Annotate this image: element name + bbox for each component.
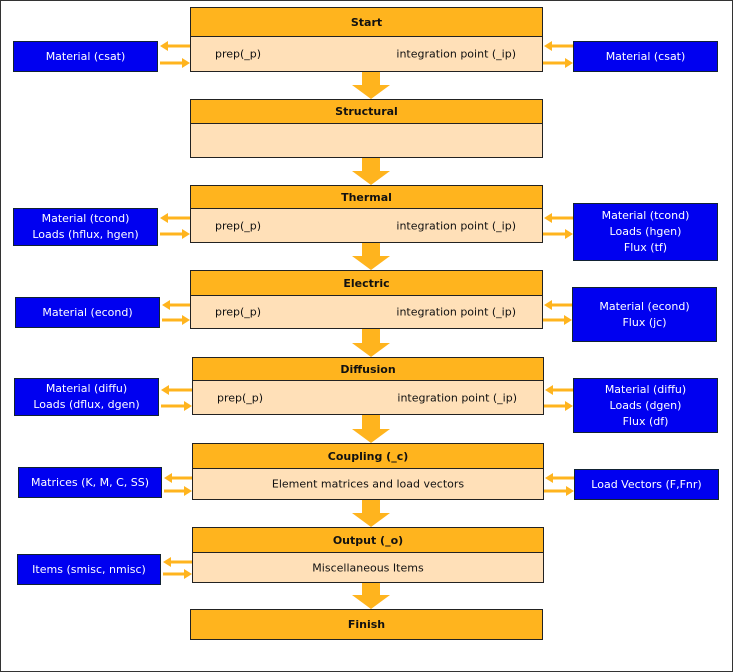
stage-body-0: prep(_p) integration point (_ip) xyxy=(190,37,543,72)
right-box-line: Material (tcond) xyxy=(601,209,690,222)
left-box-4: Matrices (K, M, C, SS) xyxy=(18,467,162,498)
arrow-right-icon xyxy=(543,58,573,68)
stage-body-3: prep(_p) integration point (_ip) xyxy=(190,296,543,329)
left-box-line: Matrices (K, M, C, SS) xyxy=(30,475,150,489)
arrow-left-icon xyxy=(545,385,573,395)
stage-left-label: prep(_p) xyxy=(215,305,262,319)
down-arrow-icon xyxy=(352,415,390,443)
stage-right-label: integration point (_ip) xyxy=(397,391,517,404)
left-box-line: Loads (dflux, dgen) xyxy=(33,398,140,411)
stage-right-label: integration point (_ip) xyxy=(396,47,516,61)
right-box-line: Load Vectors (F,Fnr) xyxy=(591,477,702,491)
left-box-2: Material (econd) xyxy=(15,297,160,328)
left-box-0: Material (csat) xyxy=(13,41,158,72)
left-box-5: Items (smisc, nmisc) xyxy=(17,554,161,585)
right-box-line: Loads (hgen) xyxy=(609,225,682,238)
stage-center-label: Element matrices and load vectors xyxy=(271,477,465,491)
arrow-left-icon xyxy=(164,473,192,483)
down-arrow-icon xyxy=(352,583,390,609)
arrow-right-icon xyxy=(163,569,192,579)
arrow-left-icon xyxy=(163,557,192,567)
stage-center-label: Miscellaneous Items xyxy=(312,561,424,574)
stage-body-2: prep(_p) integration point (_ip) xyxy=(190,209,543,243)
arrow-right-icon xyxy=(543,315,572,325)
stage-header-7: Finish xyxy=(190,609,543,640)
down-arrow-icon xyxy=(352,72,390,99)
arrow-left-icon xyxy=(162,300,190,310)
right-box-0: Material (csat) xyxy=(573,41,718,72)
right-box-line: Material (diffu) xyxy=(604,382,687,396)
arrow-left-icon xyxy=(544,41,573,51)
stage-header-0: Start xyxy=(190,7,543,37)
arrow-right-icon xyxy=(544,401,573,411)
left-box-3: Material (diffu) Loads (dflux, dgen) xyxy=(14,378,159,416)
stage-body-4: prep(_p) integration point (_ip) xyxy=(192,381,544,415)
stage-right-label: integration point (_ip) xyxy=(396,305,516,319)
left-box-line: Material (tcond) xyxy=(41,212,130,225)
down-arrow-icon xyxy=(352,243,390,270)
down-arrow-icon xyxy=(352,500,390,527)
arrow-left-icon xyxy=(160,41,190,51)
arrow-left-icon xyxy=(161,385,192,395)
left-box-line: Material (econd) xyxy=(42,305,133,319)
arrow-right-icon xyxy=(162,315,190,325)
stage-left-label: prep(_p) xyxy=(217,391,264,404)
stage-header-2: Thermal xyxy=(190,185,543,209)
left-box-line: Items (smisc, nmisc) xyxy=(32,562,146,576)
arrow-left-icon xyxy=(545,473,574,483)
right-box-4: Load Vectors (F,Fnr) xyxy=(574,469,719,500)
arrow-right-icon xyxy=(544,486,574,496)
down-arrow-icon xyxy=(352,329,390,357)
down-arrow-icon xyxy=(352,158,390,185)
stage-header-1: Structural xyxy=(190,99,543,124)
arrow-right-icon xyxy=(160,58,190,68)
right-box-line: Material (csat) xyxy=(605,49,686,63)
stage-right-label: integration point (_ip) xyxy=(396,219,516,232)
stage-header-3: Electric xyxy=(190,270,543,296)
stage-left-label: prep(_p) xyxy=(215,219,262,232)
stage-body-5: Element matrices and load vectors xyxy=(192,469,544,500)
left-box-1: Material (tcond) Loads (hflux, hgen) xyxy=(13,208,158,246)
stage-header-4: Diffusion xyxy=(192,357,544,381)
right-box-3: Material (diffu) Loads (dgen) Flux (df) xyxy=(573,378,718,433)
arrow-left-icon xyxy=(160,213,190,223)
arrow-right-icon xyxy=(161,401,192,411)
stage-body-1 xyxy=(190,124,543,158)
left-box-line: Material (csat) xyxy=(45,49,126,63)
arrow-left-icon xyxy=(544,213,573,223)
stage-header-5: Coupling (_c) xyxy=(192,443,544,469)
right-box-1: Material (tcond) Loads (hgen) Flux (tf) xyxy=(573,203,718,261)
right-box-line: Flux (tf) xyxy=(623,241,668,254)
left-box-line: Material (diffu) xyxy=(45,382,128,395)
right-box-2: Material (econd) Flux (jc) xyxy=(572,287,717,342)
left-box-line: Loads (hflux, hgen) xyxy=(32,228,139,241)
stage-header-6: Output (_o) xyxy=(192,527,544,553)
arrow-right-icon xyxy=(164,486,192,496)
right-box-line: Flux (df) xyxy=(622,414,669,428)
arrow-right-icon xyxy=(543,229,573,239)
stage-body-6: Miscellaneous Items xyxy=(192,553,544,583)
stage-left-label: prep(_p) xyxy=(215,47,262,61)
right-box-line: Loads (dgen) xyxy=(609,398,682,412)
right-box-line: Material (econd) xyxy=(599,299,690,313)
arrow-right-icon xyxy=(160,229,190,239)
right-box-line: Flux (jc) xyxy=(622,315,667,329)
arrow-left-icon xyxy=(544,300,572,310)
